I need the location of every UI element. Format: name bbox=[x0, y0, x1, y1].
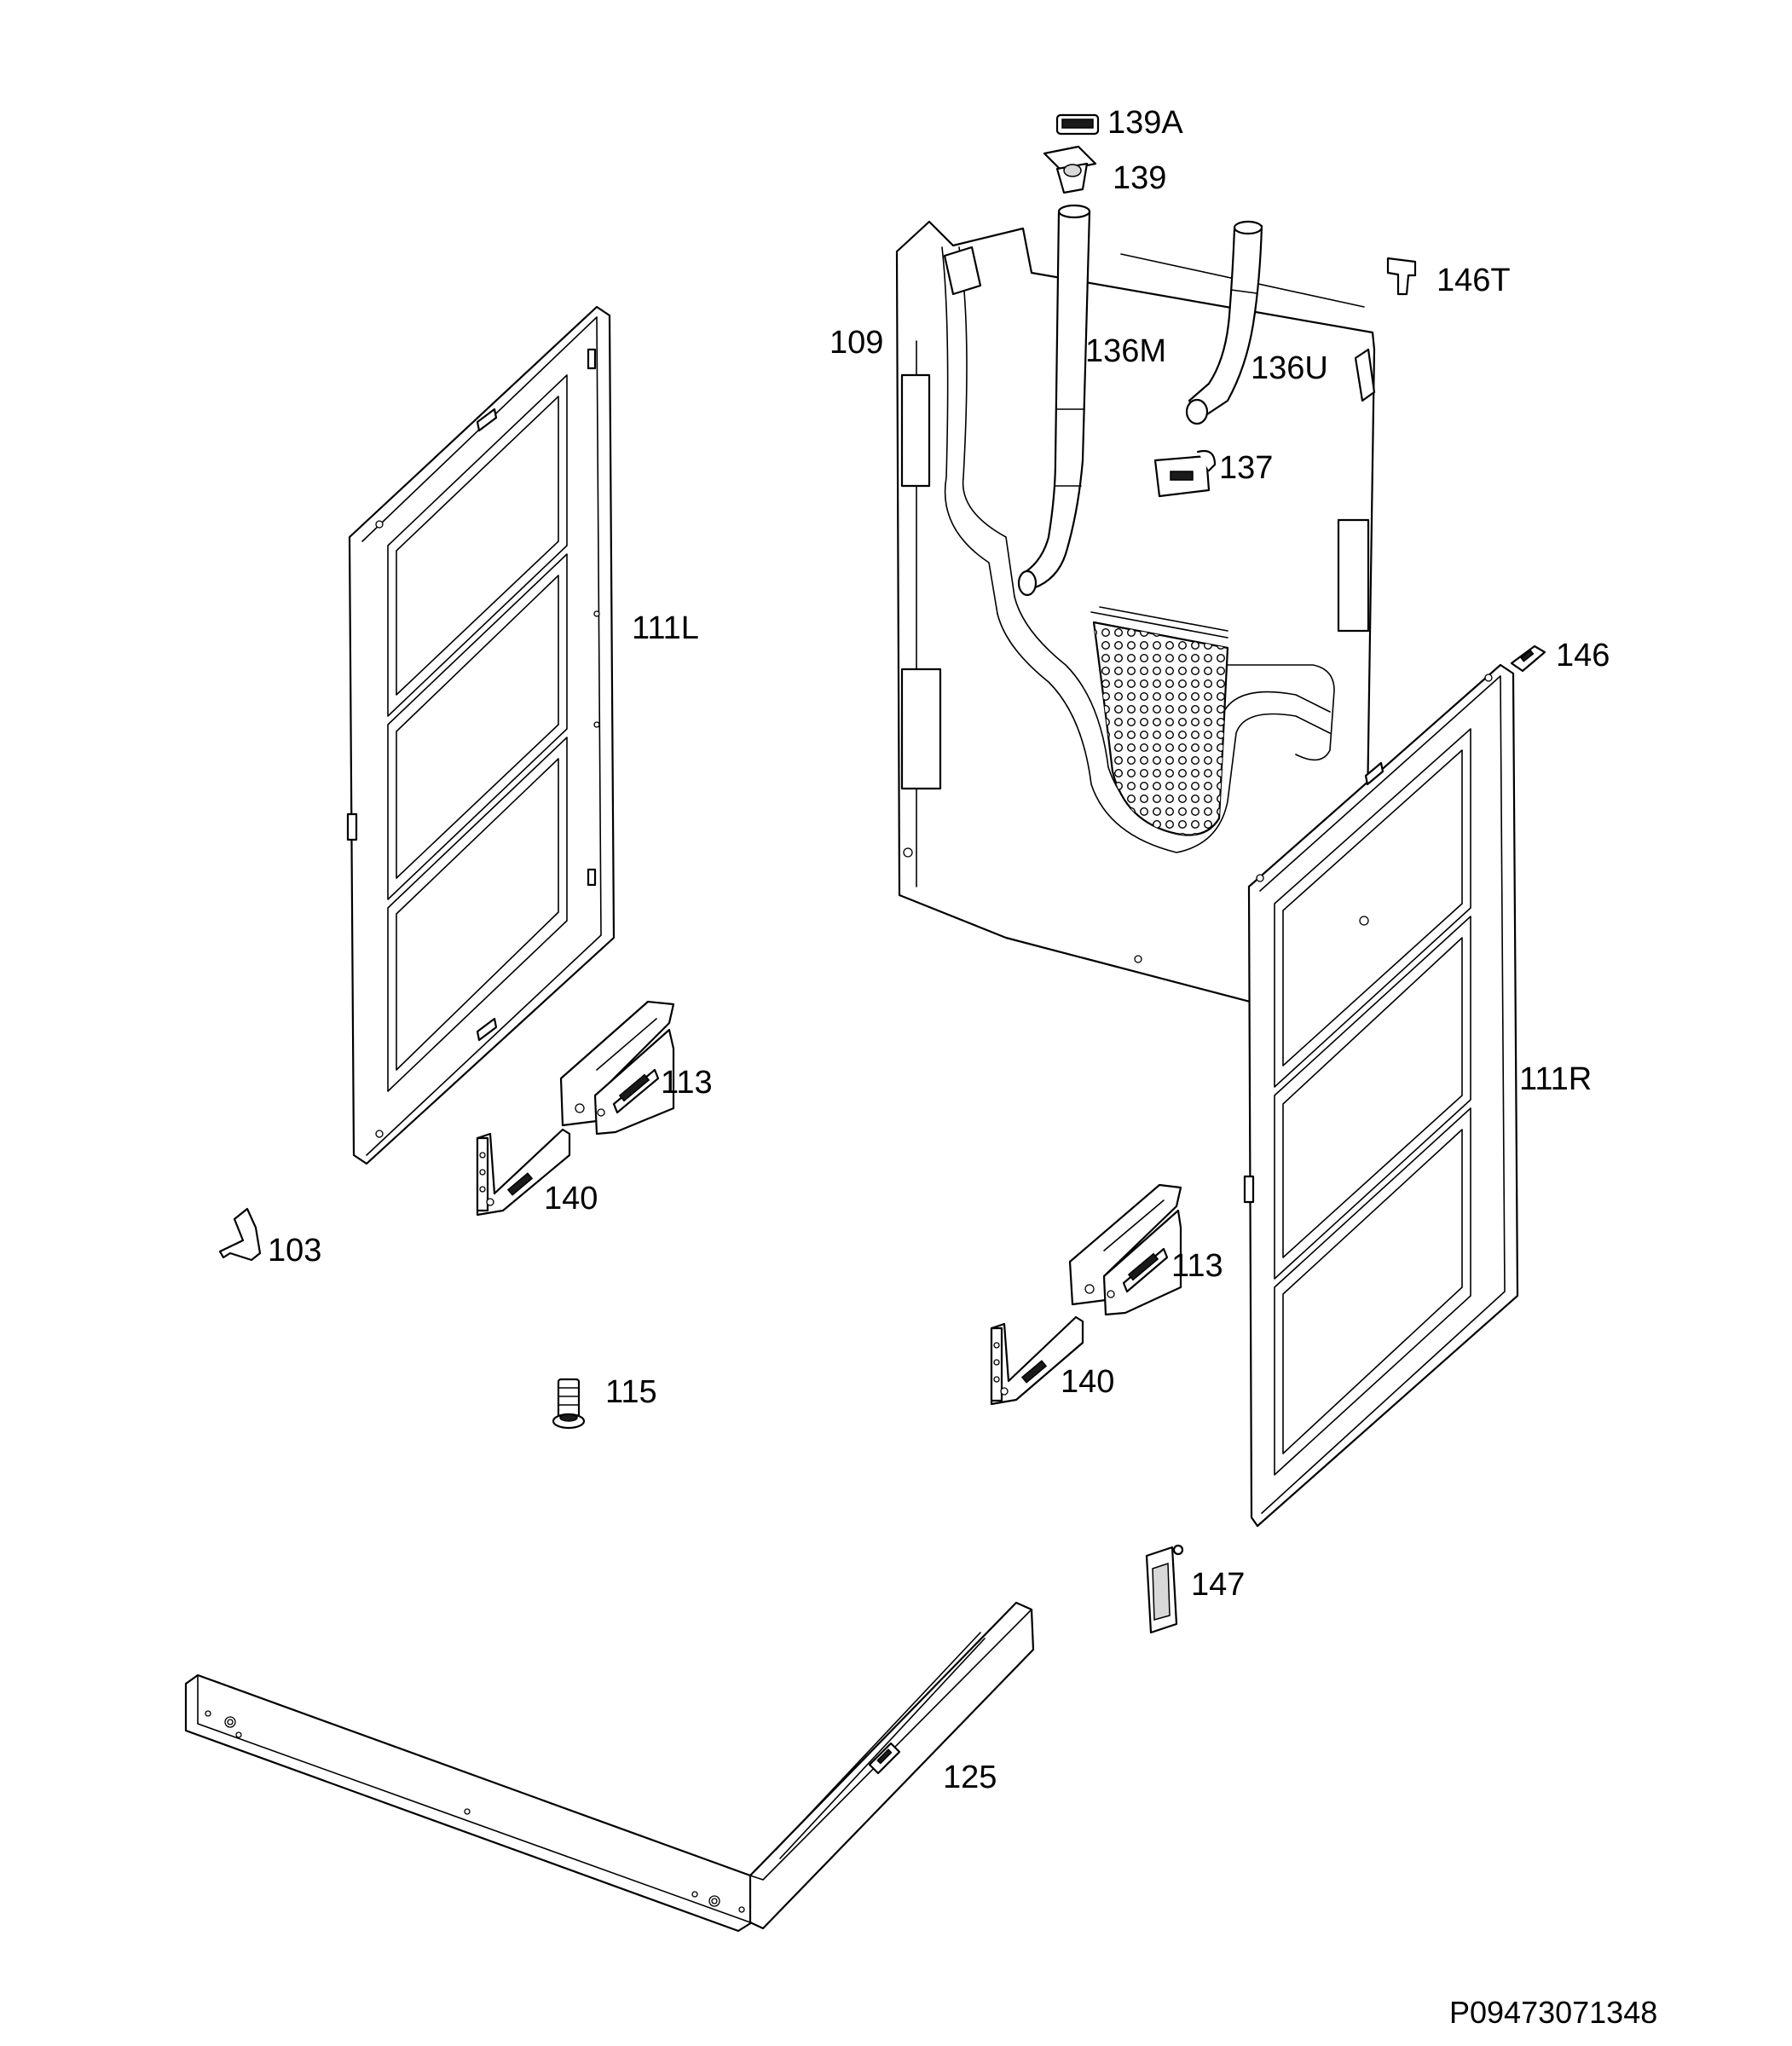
label-111R: 111R bbox=[1519, 1061, 1593, 1097]
label-113-lower: 113 bbox=[1171, 1248, 1223, 1284]
part-136U-hose bbox=[1185, 220, 1263, 425]
part-139A-clip bbox=[1055, 113, 1100, 136]
part-140-bracket-upper bbox=[476, 1128, 571, 1217]
label-136U: 136U bbox=[1251, 350, 1328, 386]
part-125-base-frame bbox=[184, 1601, 1035, 1933]
part-146T-bracket bbox=[1386, 257, 1417, 296]
label-140-upper: 140 bbox=[544, 1181, 598, 1217]
part-139-cap bbox=[1043, 145, 1097, 194]
part-113-hinge-upper bbox=[559, 1000, 675, 1136]
label-139A: 139A bbox=[1107, 105, 1183, 141]
part-146-clip bbox=[1510, 644, 1546, 673]
label-125: 125 bbox=[943, 1760, 997, 1795]
label-111L: 111L bbox=[632, 610, 699, 646]
part-113-hinge-lower bbox=[1068, 1183, 1182, 1316]
label-136M: 136M bbox=[1085, 333, 1167, 369]
part-136M-hose bbox=[1017, 204, 1091, 597]
drawing-code: P09473071348 bbox=[1449, 1995, 1658, 2030]
label-146T: 146T bbox=[1436, 263, 1511, 298]
part-140-bracket-lower bbox=[990, 1315, 1084, 1406]
part-147-bracket bbox=[1145, 1544, 1184, 1634]
part-103-clip bbox=[218, 1207, 262, 1262]
label-109: 109 bbox=[830, 325, 884, 361]
label-140-lower: 140 bbox=[1061, 1364, 1115, 1400]
label-139: 139 bbox=[1113, 160, 1167, 196]
label-115: 115 bbox=[605, 1374, 657, 1410]
label-147: 147 bbox=[1191, 1567, 1246, 1603]
part-115-foot bbox=[552, 1378, 586, 1430]
part-137-plate bbox=[1153, 449, 1217, 498]
label-146: 146 bbox=[1556, 638, 1610, 673]
label-113-upper: 113 bbox=[661, 1065, 713, 1101]
part-111R-side-panel bbox=[1243, 663, 1519, 1528]
label-137: 137 bbox=[1219, 450, 1274, 486]
part-109-back-panel bbox=[895, 220, 1376, 1037]
label-103: 103 bbox=[268, 1233, 322, 1269]
part-111L-side-panel bbox=[346, 305, 616, 1165]
